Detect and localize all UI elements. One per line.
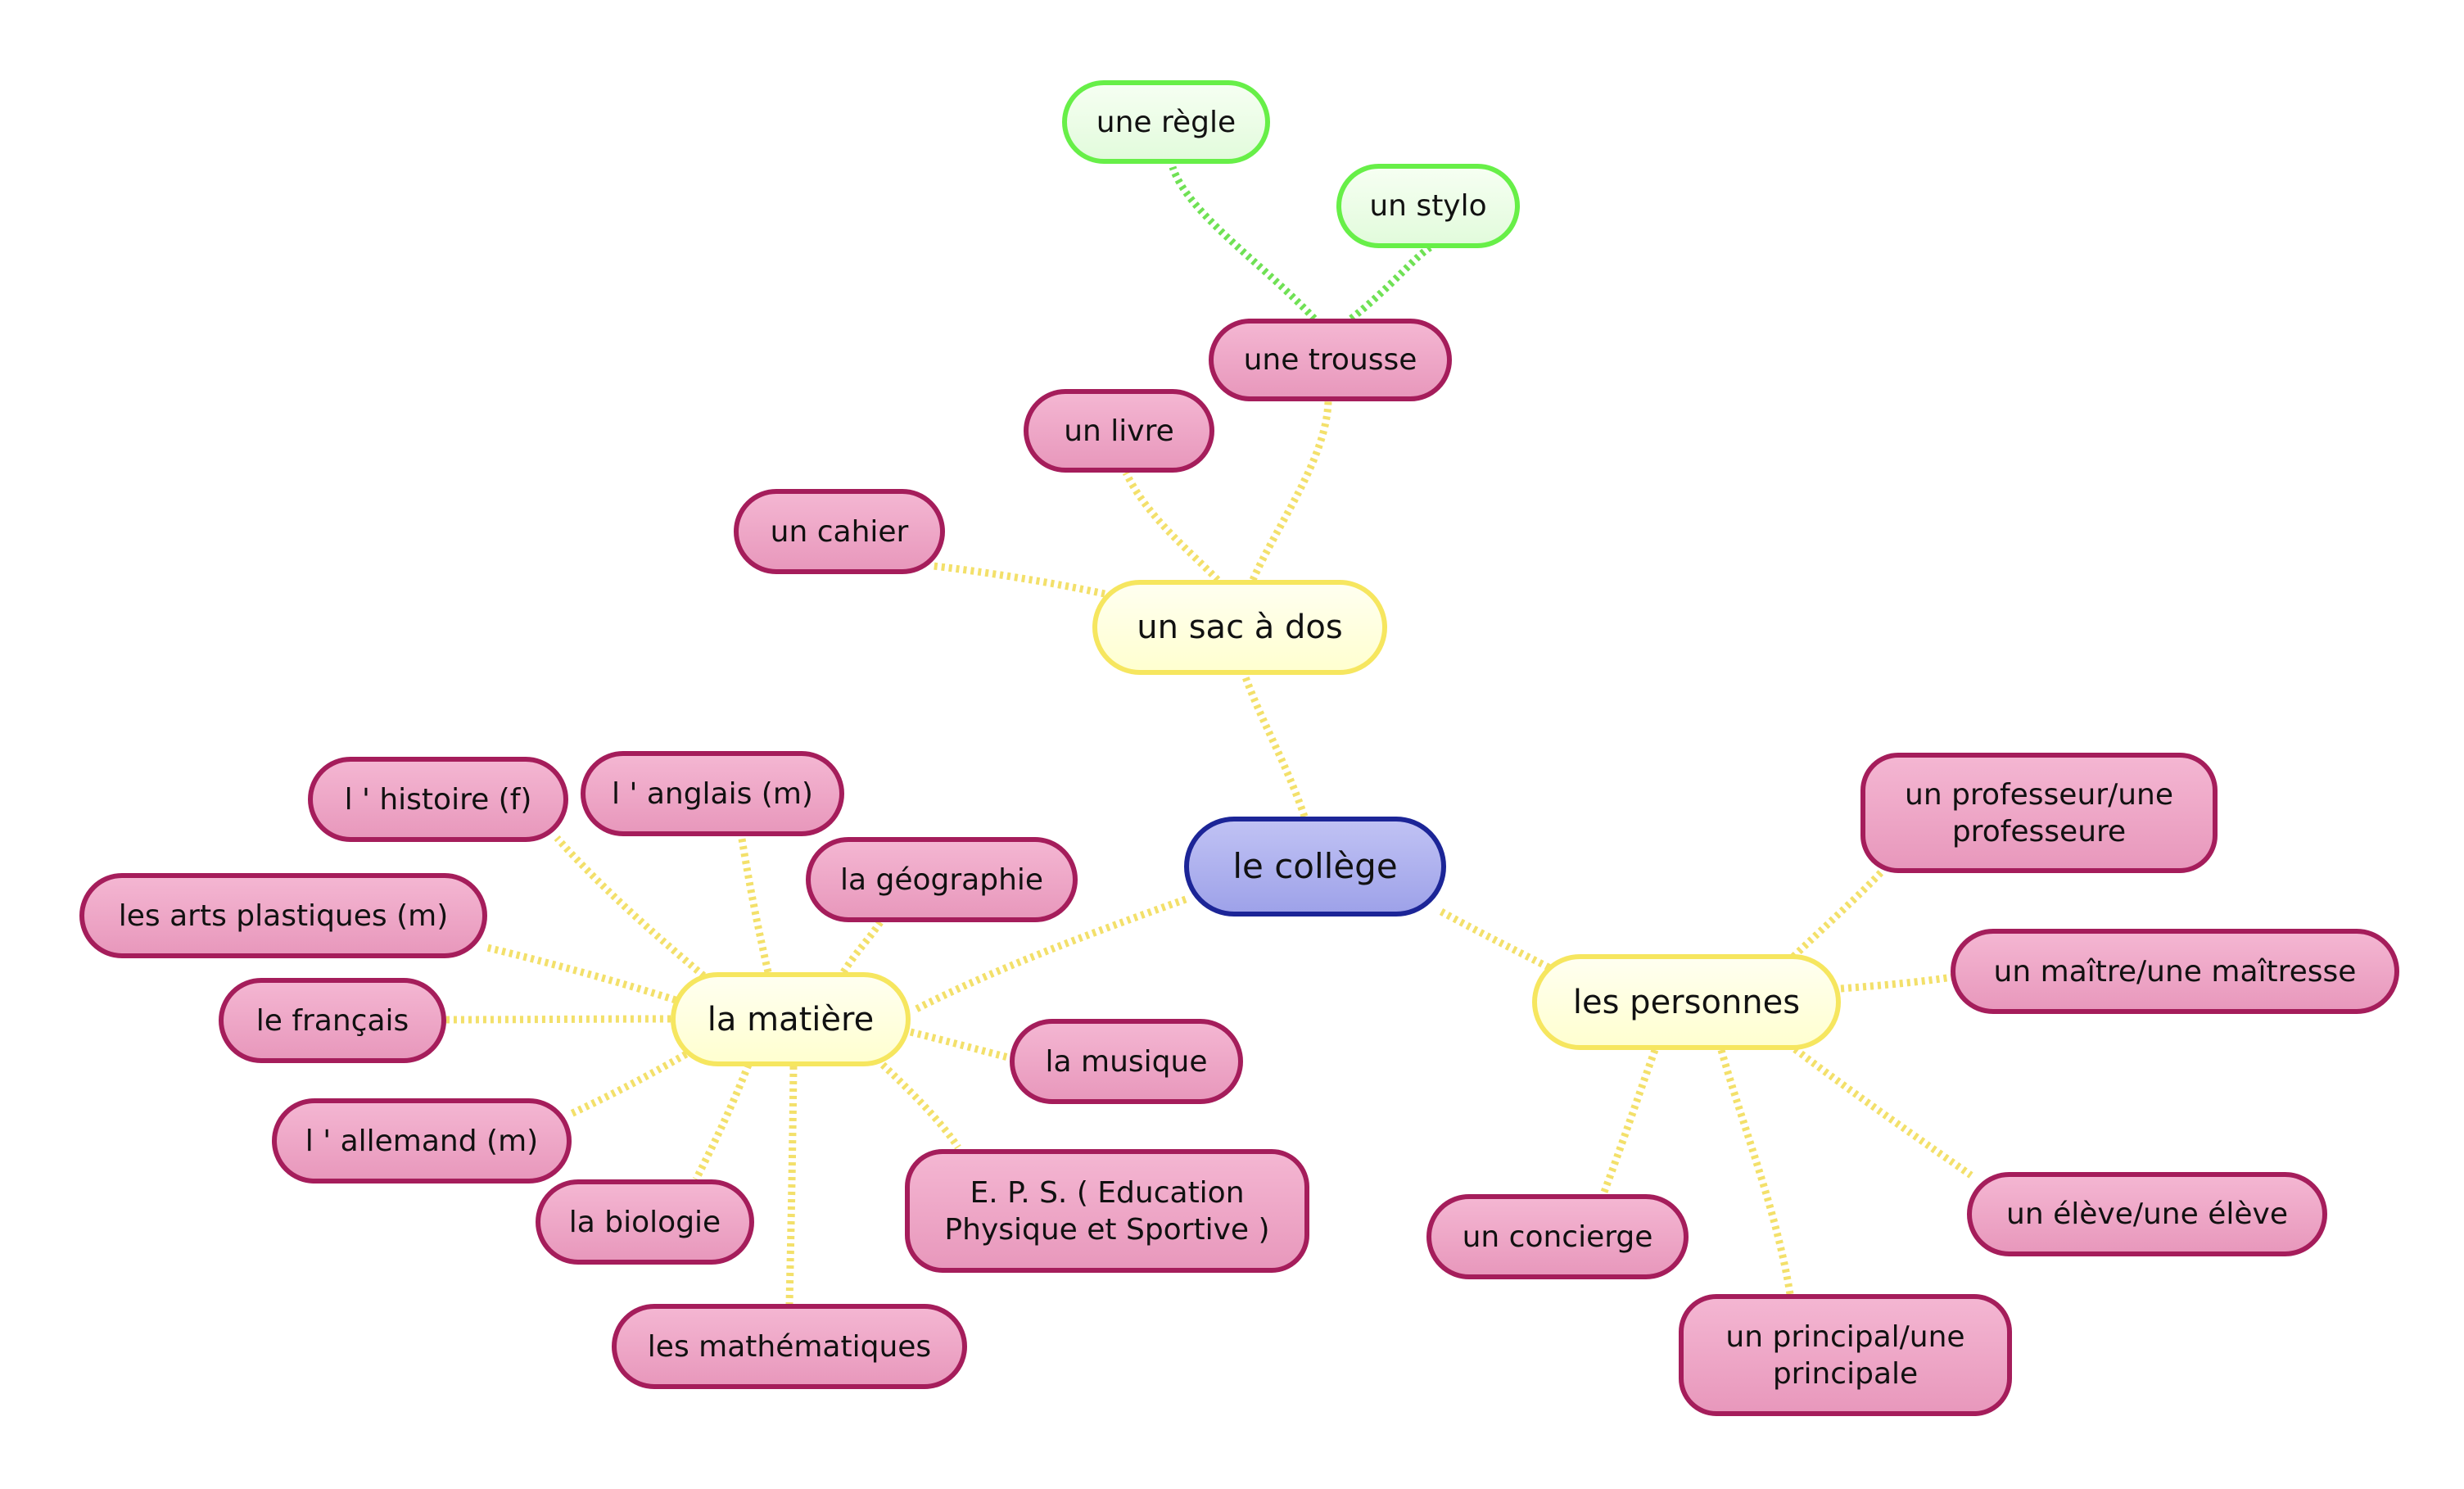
connector-matiere-biologie xyxy=(692,1063,753,1182)
node-musique[interactable]: la musique xyxy=(1010,1019,1243,1104)
node-anglais[interactable]: l ' anglais (m) xyxy=(581,751,844,836)
node-maths[interactable]: les mathématiques xyxy=(612,1304,967,1389)
connector-matiere-eps xyxy=(879,1061,961,1150)
node-biologie[interactable]: la biologie xyxy=(536,1179,754,1265)
connector-sac-cahier xyxy=(933,562,1105,598)
node-arts-label: les arts plastiques (m) xyxy=(118,898,449,933)
node-principal[interactable]: un principal/une principale xyxy=(1679,1294,2012,1416)
branch-node-matiere[interactable]: la matière xyxy=(671,972,911,1066)
node-arts[interactable]: les arts plastiques (m) xyxy=(79,873,487,958)
connector-matiere-francais xyxy=(445,1015,671,1024)
node-allemand[interactable]: l ' allemand (m) xyxy=(272,1098,572,1184)
connector-personnes-principal xyxy=(1717,1048,1794,1295)
node-histoire[interactable]: l ' histoire (f) xyxy=(308,757,568,842)
branch-node-sac-label: un sac à dos xyxy=(1137,609,1343,646)
node-stylo[interactable]: un stylo xyxy=(1336,164,1520,248)
node-concierge[interactable]: un concierge xyxy=(1426,1194,1689,1279)
connector-matiere-musique xyxy=(909,1028,1013,1062)
connector-sac-trousse xyxy=(1249,401,1332,582)
connector-matiere-histoire xyxy=(554,835,712,984)
node-maths-label: les mathématiques xyxy=(647,1329,932,1364)
node-trousse[interactable]: une trousse xyxy=(1209,319,1452,401)
node-principal-label: un principal/une principale xyxy=(1725,1319,1965,1391)
connector-personnes-professeur xyxy=(1790,867,1887,960)
connector-matiere-maths xyxy=(785,1066,798,1305)
node-professeur[interactable]: un professeur/une professeure xyxy=(1860,753,2218,873)
node-francais-label: le français xyxy=(255,1003,409,1038)
node-professeur-label: un professeur/une professeure xyxy=(1905,777,2173,849)
connector-sac-livre xyxy=(1122,471,1221,583)
connector-personnes-concierge xyxy=(1599,1048,1659,1196)
node-cahier-label: un cahier xyxy=(770,514,909,549)
node-concierge-label: un concierge xyxy=(1462,1220,1653,1254)
connector-trousse-regle xyxy=(1169,165,1318,322)
node-biologie-label: la biologie xyxy=(568,1205,721,1239)
node-anglais-label: l ' anglais (m) xyxy=(612,776,813,811)
node-geographie[interactable]: la géographie xyxy=(806,837,1078,922)
node-cahier[interactable]: un cahier xyxy=(734,489,945,574)
node-histoire-label: l ' histoire (f) xyxy=(344,782,532,817)
node-livre-label: un livre xyxy=(1064,414,1174,448)
node-regle-label: une règle xyxy=(1096,105,1237,139)
connector-college-sac xyxy=(1241,673,1309,818)
connector-personnes-maitre xyxy=(1840,973,1953,993)
node-regle[interactable]: une règle xyxy=(1062,80,1270,164)
node-eps-label: E. P. S. ( Education Physique et Sportiv… xyxy=(944,1175,1270,1247)
node-stylo-label: un stylo xyxy=(1369,189,1487,223)
connector-personnes-eleve xyxy=(1793,1046,1973,1179)
node-eps[interactable]: E. P. S. ( Education Physique et Sportiv… xyxy=(905,1149,1309,1273)
branch-node-personnes[interactable]: les personnes xyxy=(1532,954,1841,1050)
node-allemand-label: l ' allemand (m) xyxy=(305,1124,539,1158)
node-geographie-label: la géographie xyxy=(839,862,1044,897)
connector-trousse-stylo xyxy=(1349,242,1435,322)
node-livre[interactable]: un livre xyxy=(1024,389,1214,473)
branch-node-personnes-label: les personnes xyxy=(1572,983,1801,1021)
connector-college-personnes xyxy=(1439,908,1553,972)
node-eleve-label: un élève/une élève xyxy=(2006,1197,2288,1231)
connector-matiere-allemand xyxy=(567,1051,689,1119)
central-node-label: le collège xyxy=(1232,845,1398,886)
node-maitre[interactable]: un maître/une maîtresse xyxy=(1951,929,2399,1014)
connector-matiere-geographie xyxy=(840,920,884,975)
connector-matiere-anglais xyxy=(737,833,772,974)
node-musique-label: la musique xyxy=(1045,1044,1208,1079)
node-trousse-label: une trousse xyxy=(1243,343,1417,377)
node-eleve[interactable]: un élève/une élève xyxy=(1967,1172,2327,1256)
connector-college-matiere xyxy=(911,895,1187,1014)
node-maitre-label: un maître/une maîtresse xyxy=(1993,954,2357,989)
connector-matiere-arts xyxy=(486,944,677,1004)
branch-node-matiere-label: la matière xyxy=(707,1000,875,1039)
branch-node-sac[interactable]: un sac à dos xyxy=(1092,580,1387,675)
central-node-college[interactable]: le collège xyxy=(1184,817,1446,916)
node-francais[interactable]: le français xyxy=(219,978,446,1063)
